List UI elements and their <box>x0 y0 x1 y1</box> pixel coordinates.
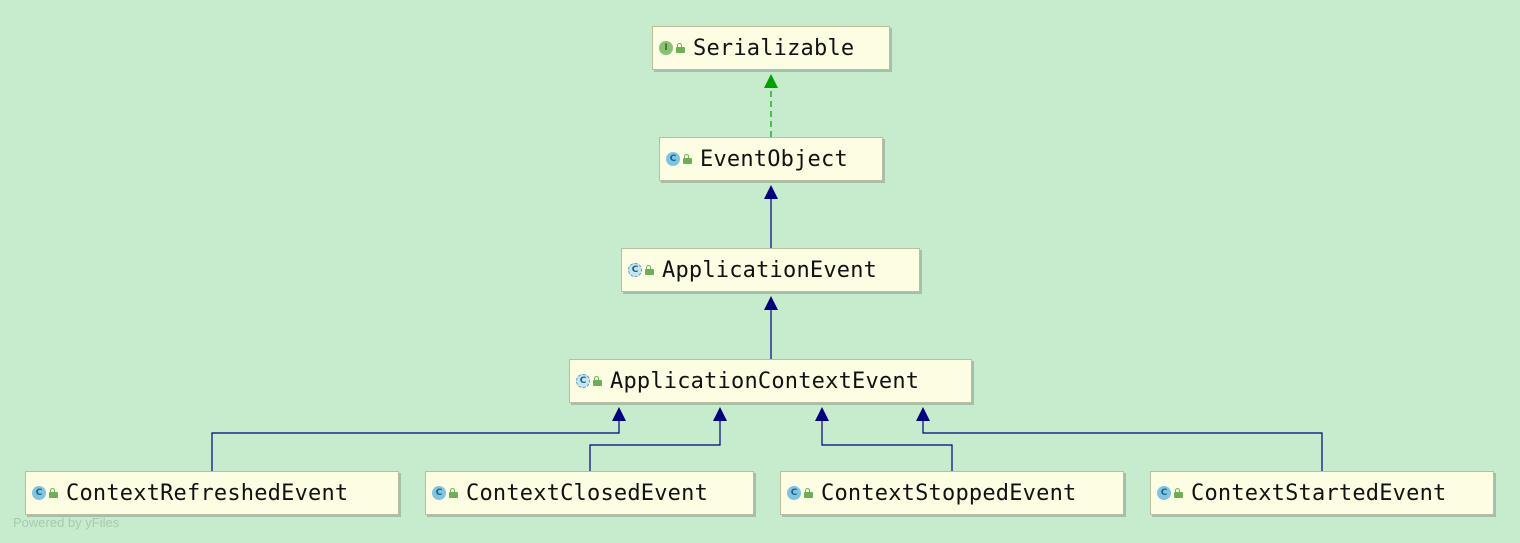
edge-contextstartedevent-extends-applicationcontextevent <box>916 407 1323 471</box>
public-access-icon <box>1174 488 1183 498</box>
edge-eventobject-implements-serializable <box>764 74 778 137</box>
public-access-icon <box>676 43 685 53</box>
node-label: ApplicationContextEvent <box>610 368 920 394</box>
public-access-icon <box>593 376 602 386</box>
node-label: ApplicationEvent <box>662 257 878 283</box>
edge-contextclosedevent-extends-applicationcontextevent <box>589 407 727 471</box>
public-access-icon <box>49 488 58 498</box>
node-contextstartedevent[interactable]: C ContextStartedEvent <box>1150 471 1494 515</box>
public-access-icon <box>645 265 654 275</box>
edge-applicationcontextevent-extends-applicationevent <box>764 296 778 359</box>
class-icon: C <box>32 486 46 500</box>
node-serializable[interactable]: I Serializable <box>652 26 890 70</box>
node-contextstoppedevent[interactable]: C ContextStoppedEvent <box>780 471 1124 515</box>
public-access-icon <box>804 488 813 498</box>
class-icon: C <box>1157 486 1171 500</box>
node-contextclosedevent[interactable]: C ContextClosedEvent <box>425 471 754 515</box>
class-icon: C <box>432 486 446 500</box>
node-applicationevent[interactable]: C ApplicationEvent <box>621 248 920 292</box>
node-label: Serializable <box>693 35 855 61</box>
node-contextrefreshedevent[interactable]: C ContextRefreshedEvent <box>25 471 399 515</box>
node-label: ContextClosedEvent <box>466 480 709 506</box>
abstract-class-icon: C <box>576 374 590 388</box>
abstract-class-icon: C <box>628 263 642 277</box>
edge-contextrefreshedevent-extends-applicationcontextevent <box>211 407 626 471</box>
node-label: ContextRefreshedEvent <box>66 480 349 506</box>
edge-applicationevent-extends-eventobject <box>764 185 778 248</box>
node-eventobject[interactable]: C EventObject <box>659 137 883 181</box>
watermark: Powered by yFiles <box>13 515 120 530</box>
node-label: EventObject <box>700 146 848 172</box>
class-icon: C <box>787 486 801 500</box>
node-applicationcontextevent[interactable]: C ApplicationContextEvent <box>569 359 972 403</box>
public-access-icon <box>449 488 458 498</box>
node-label: ContextStartedEvent <box>1191 480 1447 506</box>
node-label: ContextStoppedEvent <box>821 480 1077 506</box>
class-icon: C <box>666 152 680 166</box>
edge-contextstoppedevent-extends-applicationcontextevent <box>815 407 953 471</box>
public-access-icon <box>683 154 692 164</box>
interface-icon: I <box>659 41 673 55</box>
